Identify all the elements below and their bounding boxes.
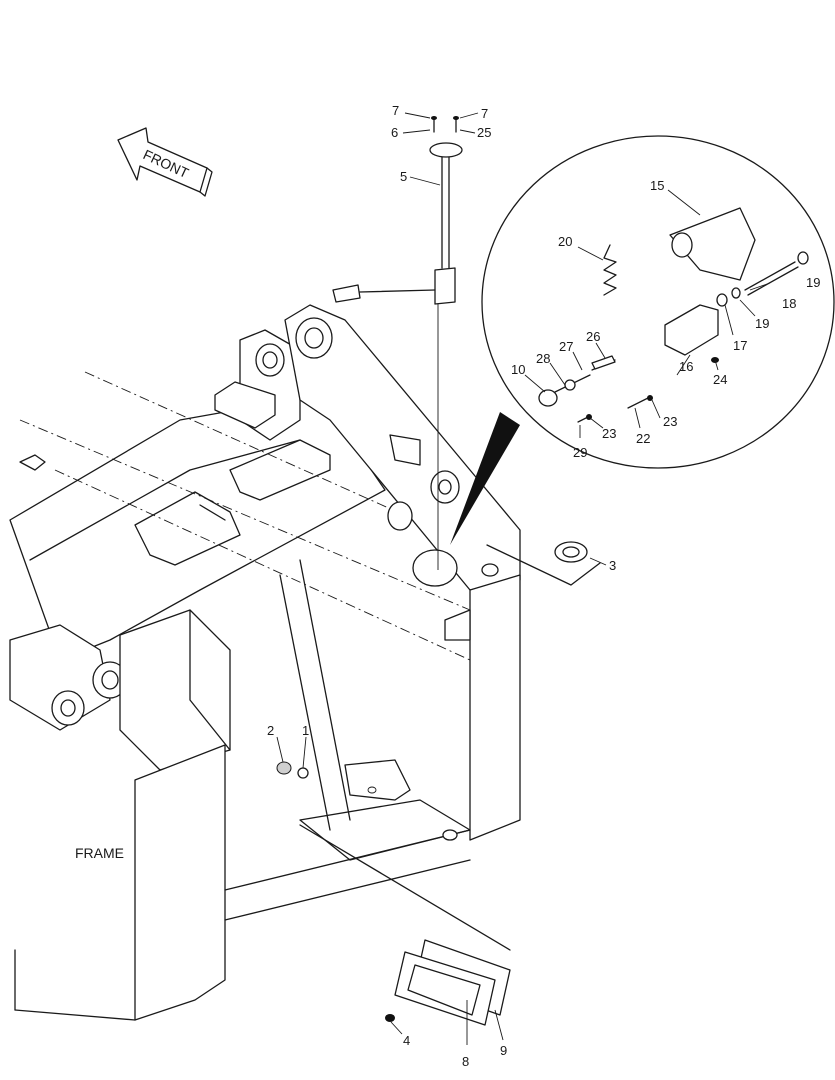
callout-10: 10	[511, 362, 525, 377]
callout-23: 23	[663, 414, 677, 429]
detail-view	[450, 135, 835, 545]
callout-19: 19	[806, 275, 820, 290]
callout-5: 5	[400, 169, 407, 184]
callout-8: 8	[462, 1054, 469, 1069]
callout-29: 29	[573, 445, 587, 460]
callout-2: 2	[267, 723, 274, 738]
callout-1: 1	[302, 723, 309, 738]
callout-20: 20	[558, 234, 572, 249]
callout-19: 19	[755, 316, 769, 331]
sensor-assembly	[332, 116, 463, 570]
callout-26: 26	[586, 329, 600, 344]
callout-15: 15	[650, 178, 664, 193]
callout-leaders	[276, 112, 771, 1045]
fitting-parts	[276, 761, 309, 779]
callout-3: 3	[609, 558, 616, 573]
callout-16: 16	[679, 359, 693, 374]
callout-25: 25	[477, 125, 491, 140]
callout-17: 17	[733, 338, 747, 353]
main-frame: FRAME	[9, 304, 521, 1021]
cover-plate-parts	[299, 824, 511, 1026]
callout-23: 23	[602, 426, 616, 441]
callout-6: 6	[391, 125, 398, 140]
frame-label: FRAME	[75, 845, 124, 861]
front-direction-arrow: FRONT	[117, 127, 213, 197]
callout-7: 7	[392, 103, 399, 118]
callout-4: 4	[403, 1033, 410, 1048]
callout-27: 27	[559, 339, 573, 354]
callout-18: 18	[782, 296, 796, 311]
callout-9: 9	[500, 1043, 507, 1058]
callout-7: 7	[481, 106, 488, 121]
callout-labels: 7 7 6 25 5 15 20 19 18 19 17 26 27 28 10…	[267, 103, 820, 1069]
callout-28: 28	[536, 351, 550, 366]
grommet-part	[486, 541, 601, 586]
callout-22: 22	[636, 431, 650, 446]
callout-24: 24	[713, 372, 727, 387]
